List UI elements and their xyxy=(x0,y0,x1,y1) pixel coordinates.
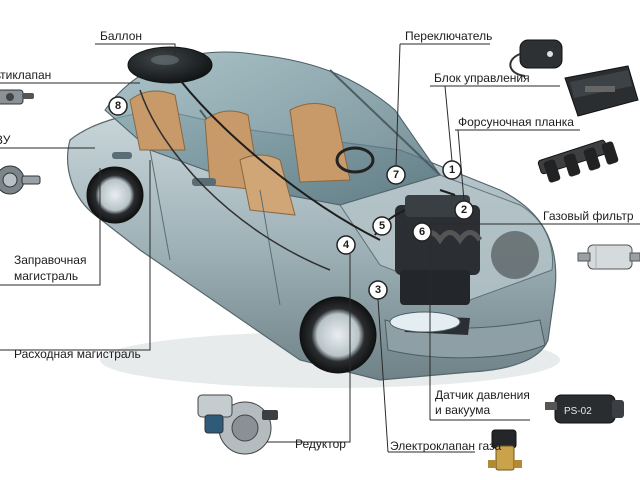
ecu-component xyxy=(564,65,639,117)
injector-rail-component xyxy=(537,139,619,183)
label-forsunochnaya: Форсуночная планка xyxy=(458,115,574,129)
reducer-component xyxy=(197,394,278,455)
marker-4 xyxy=(336,235,356,255)
marker-6-text: 6 xyxy=(419,226,426,238)
label-raskhodnaya: Расходная магистраль xyxy=(14,347,141,361)
marker-2-text: 2 xyxy=(461,204,468,216)
label-reduktor: Редуктор xyxy=(295,437,346,451)
marker-8 xyxy=(108,96,128,116)
leader-lines xyxy=(0,43,640,453)
multivalve-component xyxy=(0,89,34,105)
label-datchik-1: Датчик давления xyxy=(435,388,530,402)
marker-8-text: 8 xyxy=(115,100,122,112)
label-pereklyuchatel: Переключатель xyxy=(405,29,493,43)
pressure-sensor-component: PS-02 xyxy=(545,394,624,424)
marker-6 xyxy=(412,222,432,242)
label-blok: Блок управления xyxy=(434,71,530,85)
sensor-label: PS-02 xyxy=(564,406,592,417)
engine-block xyxy=(395,195,483,305)
callout-markers xyxy=(108,96,474,300)
solenoid-valve-component xyxy=(488,429,522,471)
label-gazovy-filtr: Газовый фильтр xyxy=(543,209,634,223)
label-datchik-2: и вакуума xyxy=(435,403,491,417)
label-multiklapan: Мультиклапан xyxy=(0,68,52,82)
marker-3-text: 3 xyxy=(375,284,382,296)
label-vzu: ВЗУ xyxy=(0,133,11,147)
switch-component xyxy=(509,39,563,77)
marker-5-text: 5 xyxy=(379,220,386,232)
car-illustration xyxy=(67,46,560,388)
marker-4-text: 4 xyxy=(343,239,350,251)
label-ballon: Баллон xyxy=(100,29,142,43)
marker-7-text: 7 xyxy=(393,169,400,181)
label-zapravochnaya-2: магистраль xyxy=(14,269,79,283)
gas-filter-component xyxy=(577,244,640,270)
label-zapravochnaya-1: Заправочная xyxy=(14,253,87,267)
marker-5 xyxy=(372,216,392,236)
label-elektroklapan: Электроклапан газа xyxy=(390,439,502,453)
marker-1-text: 1 xyxy=(449,164,456,176)
vzu-component xyxy=(0,165,41,195)
